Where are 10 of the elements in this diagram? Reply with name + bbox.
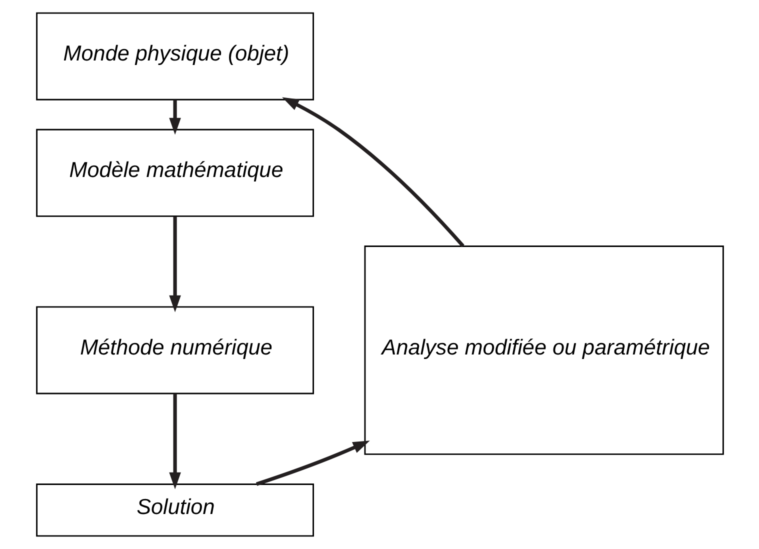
node-box: Solution — [36, 484, 314, 537]
arrow — [168, 100, 180, 135]
arrow — [168, 216, 180, 312]
arrow — [282, 97, 464, 248]
arrow — [168, 394, 180, 490]
arrow — [255, 440, 370, 486]
node-box: Modèle mathématique — [36, 128, 314, 217]
node-box: Analyse modifiée ou paramétrique — [364, 246, 724, 455]
node-box: Monde physique (objet) — [36, 12, 314, 100]
node-box: Méthode numérique — [36, 306, 314, 394]
